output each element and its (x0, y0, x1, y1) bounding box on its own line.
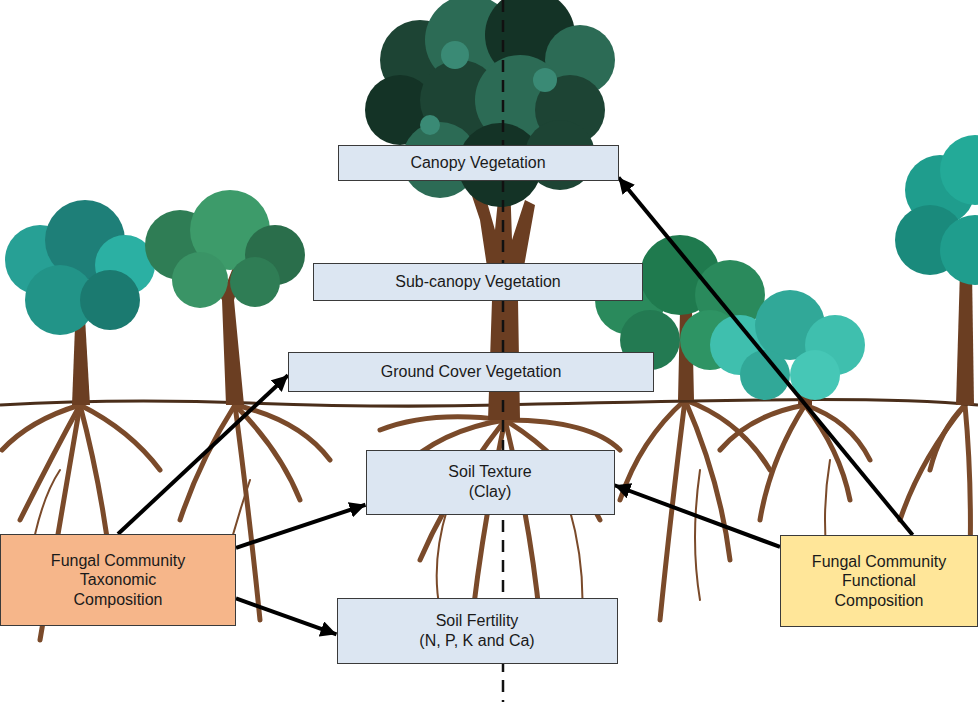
subcanopy-box: Sub-canopy Vegetation (313, 263, 643, 301)
canopy-box: Canopy Vegetation (338, 145, 619, 181)
box-label: Canopy Vegetation (410, 153, 545, 173)
influence-arrow (615, 485, 781, 547)
tree-illustration (230, 257, 280, 307)
tree-illustration (720, 405, 805, 450)
tree-illustration (685, 400, 730, 560)
tree-illustration (235, 405, 300, 500)
tree-illustration (956, 270, 974, 405)
tree-illustration (80, 405, 160, 470)
soil-texture-box: Soil Texture(Clay) (366, 450, 615, 515)
tree-trunks (72, 180, 974, 420)
tree-illustration (441, 41, 469, 69)
tree-illustration (695, 470, 700, 600)
box-label: (N, P, K and Ca) (419, 631, 534, 651)
tree-illustration (940, 135, 978, 205)
tree-illustration (940, 215, 978, 285)
box-label: Sub-canopy Vegetation (395, 272, 560, 292)
tree-illustration (505, 420, 620, 450)
tree-illustration (172, 252, 228, 308)
influence-arrow (118, 375, 288, 534)
tree-illustration (380, 417, 505, 430)
tree-illustration (760, 405, 805, 520)
tree-illustration (2, 405, 80, 450)
box-label: Fungal Community Functional Composition (804, 552, 954, 611)
ground-cover-box: Ground Cover Vegetation (288, 352, 654, 392)
tree-illustration (930, 405, 965, 470)
tree-canopies (5, 0, 978, 400)
influence-arrow (619, 177, 913, 535)
box-label: Ground Cover Vegetation (381, 362, 562, 382)
tree-illustration (437, 500, 450, 610)
tree-illustration (420, 115, 440, 135)
influence-arrow (236, 598, 337, 634)
box-label: Soil Fertility (436, 611, 519, 631)
divider-line (502, 0, 505, 702)
influence-arrow (236, 505, 366, 548)
taxonomic-box: Fungal Community Taxonomic Composition (0, 534, 236, 626)
box-label: Soil Texture (448, 462, 531, 482)
box-label: Fungal Community Taxonomic Composition (43, 551, 193, 610)
box-label: (Clay) (469, 482, 512, 502)
tree-illustration (180, 405, 235, 520)
tree-illustration (533, 68, 557, 92)
functional-box: Fungal Community Functional Composition (780, 535, 978, 627)
tree-illustration (685, 400, 770, 470)
soil-fertility-box: Soil Fertility(N, P, K and Ca) (337, 598, 618, 664)
tree-illustration (80, 270, 140, 330)
tree-illustration (900, 405, 965, 520)
